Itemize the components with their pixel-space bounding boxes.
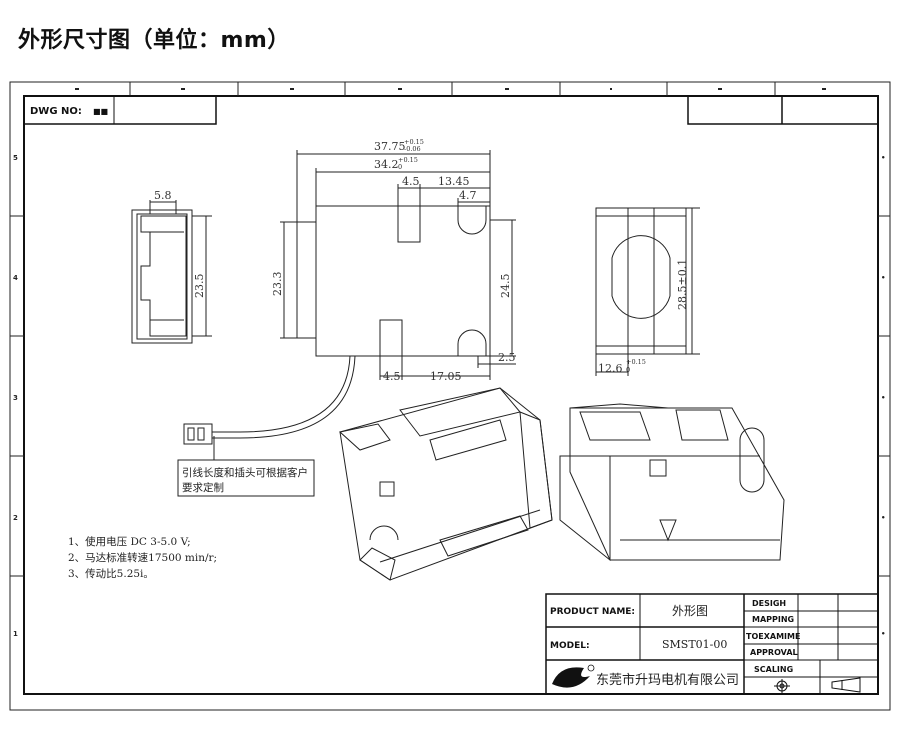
cable-and-connector [177,355,356,497]
isometric-view-back [559,403,785,562]
dim-side-5-8: 5.8 [154,189,172,202]
cable-note-line2: 要求定制 [182,481,224,494]
right-mark-5: • [881,630,885,638]
dim-inner-width: 34.2 [374,158,399,171]
dim-bottom-17-05: 17.05 [430,370,462,383]
dim-right-width-tol-upper: +0.15 [626,358,646,366]
right-mark-1: • [881,154,885,162]
front-dimension-labels: 37.75 +0.15 -0.06 34.2 +0.15 0 4.5 13.45… [271,138,516,383]
isometric-view-front [338,387,553,581]
page-title: 外形尺寸图（单位：mm） [18,28,290,53]
front-view [280,150,516,380]
cable-note-line1: 引线长度和插头可根据客户 [182,466,308,479]
inner-frame [23,95,879,695]
left-mark-2: 2 [13,514,18,522]
dwg-no-box: DWG NO: ■■ [23,95,217,125]
right-mark-3: • [881,394,885,402]
scaling-label: SCALING [754,665,793,674]
row-examine: TOEXAMIME [746,632,800,641]
company-logo [552,664,595,688]
dim-inner-width-tol-upper: +0.15 [398,156,418,164]
company-name: 东莞市升玛电机有限公司 [596,672,739,688]
left-mark-1: 1 [13,630,18,638]
row-mapping: MAPPING [752,615,794,624]
left-mark-4: 4 [13,274,18,282]
left-mark-5: 5 [13,154,18,162]
dim-top-13-45: 13.45 [438,175,470,188]
dim-right-height: 28.5±0.1 [676,259,689,310]
top-right-boxes [687,95,879,125]
top-ticks [129,82,776,96]
model-label: MODEL: [550,641,590,651]
dim-right-width-tol-lower: 0 [626,366,630,374]
dim-right-width: 12.6 [598,362,623,375]
dim-overall-width-tol-lower: -0.06 [404,145,421,153]
right-mark-4: • [881,514,885,522]
note-3: 3、传动比5.25i。 [68,567,154,580]
row-approval: APPROVAL [750,648,798,657]
top-tick-dots [75,88,826,90]
dim-bottom-2-5: 2.5 [498,351,516,364]
note-2: 2、马达标准转速17500 min/r; [68,551,217,564]
dim-top-4-7: 4.7 [459,189,477,202]
dim-bottom-4-5: 4.5 [383,370,401,383]
product-name-value: 外形图 [672,604,708,618]
side-view [131,200,212,344]
left-mark-3: 3 [13,394,18,402]
dim-side-23-5: 23.5 [193,274,206,299]
outer-frame [9,81,891,711]
right-mark-2: • [881,274,885,282]
dim-top-4-5: 4.5 [402,175,420,188]
side-ticks [10,215,890,577]
dwg-no-value: ■■ [93,107,108,116]
product-name-label: PRODUCT NAME: [550,607,635,617]
dim-inner-width-tol-lower: 0 [398,163,402,171]
note-1: 1、使用电压 DC 3-5.0 V; [68,535,191,548]
end-view [595,207,700,376]
row-design: DESIGH [752,599,786,608]
dim-overall-width: 37.75 [374,140,406,153]
title-block [545,593,879,695]
dwg-no-label: DWG NO: [30,106,82,117]
projection-symbol [774,677,861,693]
dim-overall-width-tol-upper: +0.15 [404,138,424,146]
model-value: SMST01-00 [662,638,727,651]
dim-height-24-5: 24.5 [499,274,512,299]
dim-height-23-3: 23.3 [271,272,284,297]
